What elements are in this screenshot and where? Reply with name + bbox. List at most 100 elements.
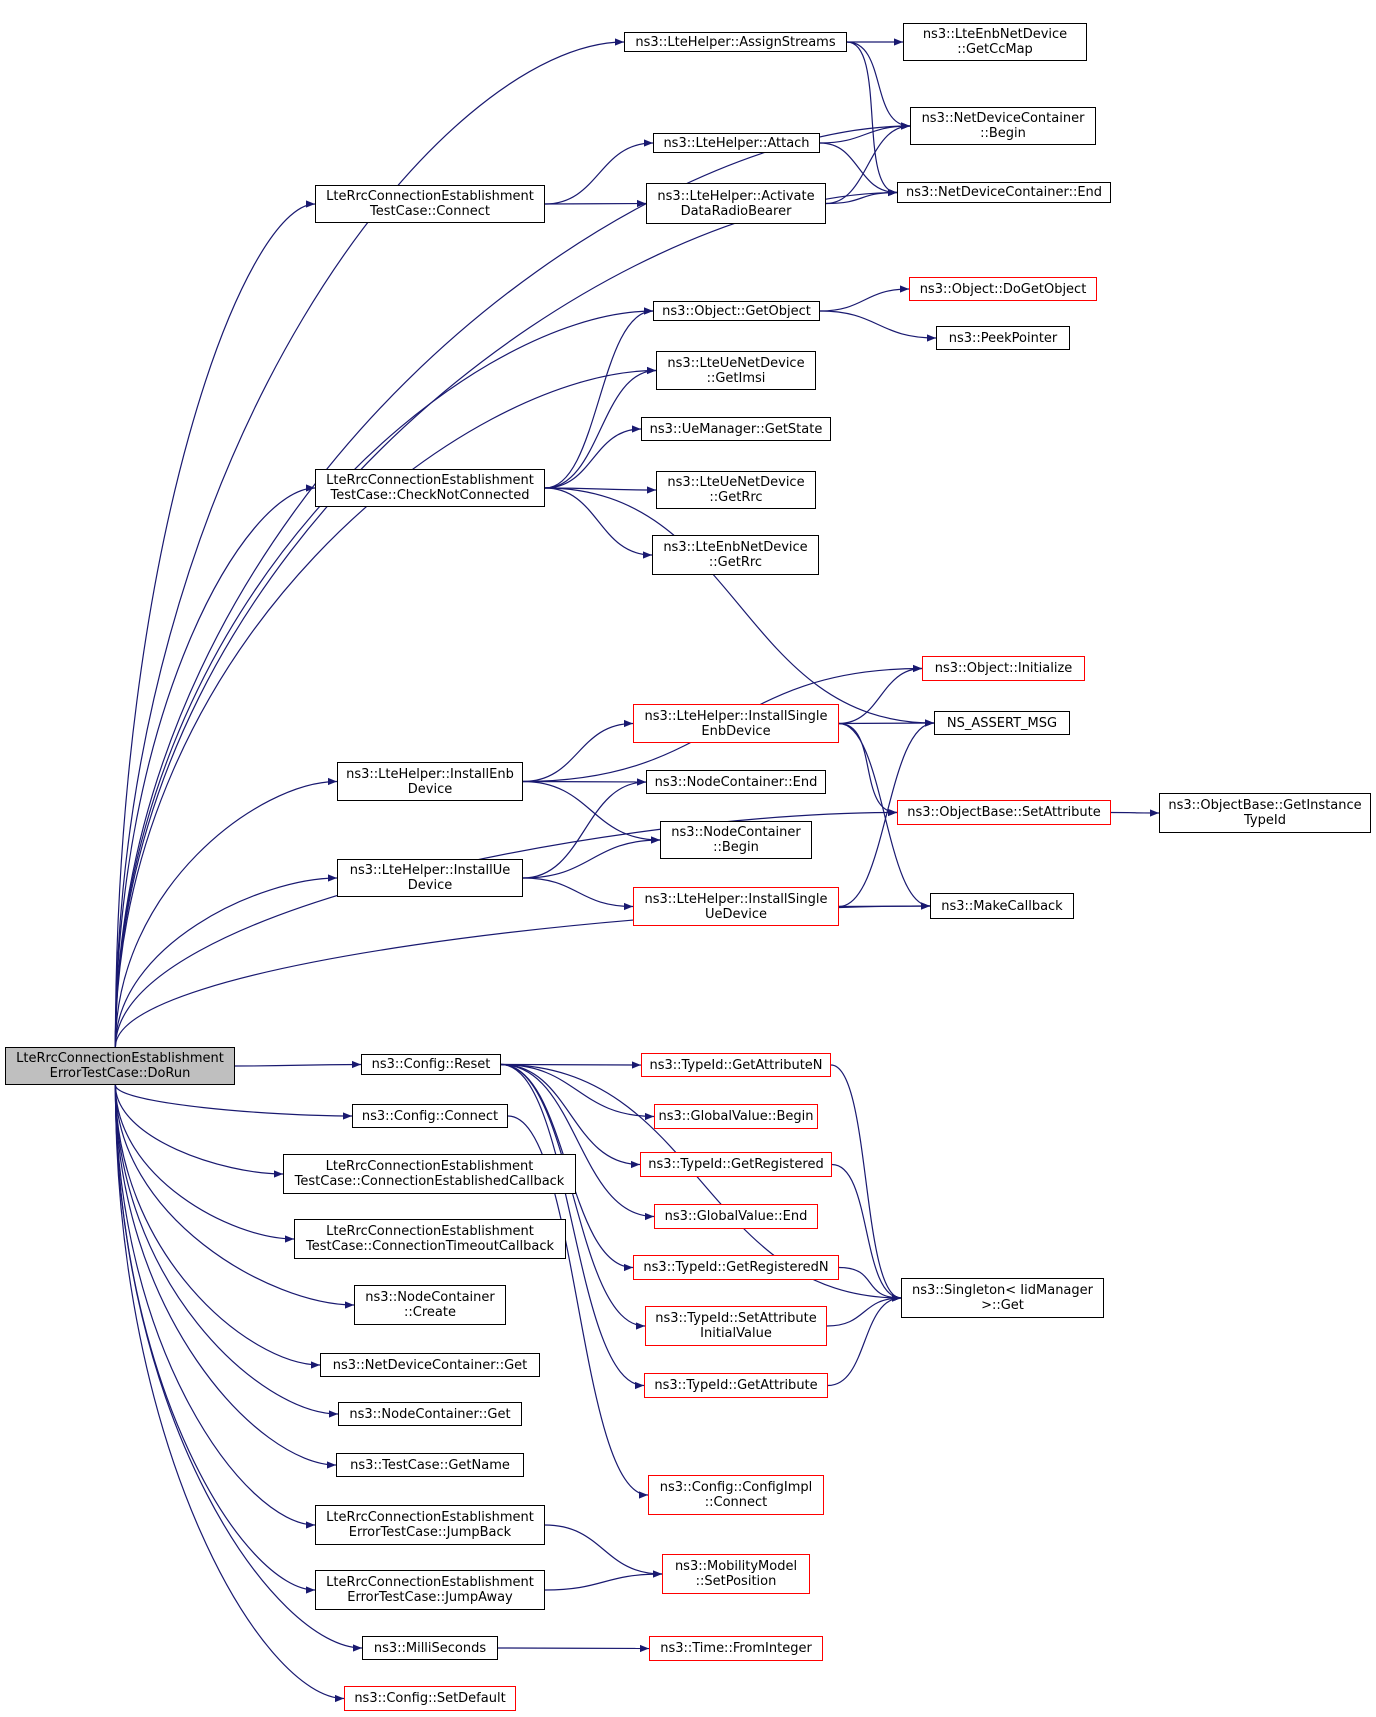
node-milli-seconds[interactable]: ns3::MilliSeconds <box>362 1636 498 1660</box>
node-assign-streams[interactable]: ns3::LteHelper::AssignStreams <box>624 32 847 52</box>
edge-root-to-nc-create <box>114 1084 355 1309</box>
edge-set-attr-init-to-singleton-get <box>826 1294 902 1327</box>
edge-install-single-enb-to-ns-assert <box>838 719 935 727</box>
node-nc-begin[interactable]: ns3::NodeContainer::Begin <box>660 821 812 859</box>
node-label-line: ns3::MilliSeconds <box>373 1640 487 1656</box>
edge-root-to-tc-connect <box>114 200 316 1048</box>
node-label-line: ns3::MakeCallback <box>941 898 1063 914</box>
node-label-line: ns3::LteEnbNetDevice <box>922 27 1068 42</box>
node-ns-assert[interactable]: NS_ASSERT_MSG <box>934 711 1070 735</box>
node-label-line: ns3::TypeId::GetAttribute <box>654 1378 818 1393</box>
node-attach[interactable]: ns3::LteHelper::Attach <box>653 133 820 153</box>
node-label-line: ErrorTestCase::JumpBack <box>348 1525 512 1540</box>
node-label-line: ns3::Config::Reset <box>371 1057 491 1072</box>
node-label-line: ns3::GlobalValue::Begin <box>658 1109 814 1124</box>
node-gv-end[interactable]: ns3::GlobalValue::End <box>654 1204 818 1229</box>
edge-install-ue-to-install-single-ue <box>522 877 634 911</box>
node-nc-end[interactable]: ns3::NodeContainer::End <box>646 770 826 794</box>
node-label-line: ns3::Time::FromInteger <box>660 1641 812 1656</box>
node-enb-get-rrc[interactable]: ns3::LteEnbNetDevice::GetRrc <box>652 535 819 575</box>
edge-root-to-get-object <box>114 307 654 1048</box>
node-label-line: ErrorTestCase::JumpAway <box>347 1590 513 1605</box>
edge-config-reset-to-singleton-get <box>500 1063 902 1302</box>
edge-tc-connect-to-activate-drb <box>544 199 647 208</box>
node-nc-get[interactable]: ns3::NodeContainer::Get <box>338 1402 522 1426</box>
node-label-line: LteRrcConnectionEstablishment <box>326 1510 534 1525</box>
edge-root-to-set-default <box>114 1084 345 1703</box>
node-label-line: TestCase::CheckNotConnected <box>330 488 530 503</box>
edge-config-reset-to-gv-begin <box>500 1063 655 1121</box>
node-set-position[interactable]: ns3::MobilityModel::SetPosition <box>662 1554 810 1594</box>
edge-config-reset-to-gv-end <box>500 1063 655 1221</box>
node-label-line: ns3::TestCase::GetName <box>350 1457 510 1473</box>
node-label-line: ns3::ObjectBase::SetAttribute <box>907 805 1101 820</box>
node-set-default[interactable]: ns3::Config::SetDefault <box>344 1686 516 1711</box>
node-label-line: ns3::Object::DoGetObject <box>919 281 1087 297</box>
node-peek-pointer[interactable]: ns3::PeekPointer <box>936 326 1070 350</box>
node-get-cc-map[interactable]: ns3::LteEnbNetDevice::GetCcMap <box>903 23 1087 61</box>
edge-install-enb-to-install-single-enb <box>522 719 634 783</box>
node-label-line: TestCase::ConnectionTimeoutCallback <box>306 1239 554 1254</box>
edge-install-ue-to-nc-end <box>522 778 647 879</box>
node-label-line: LteRrcConnectionEstablishment <box>326 473 534 488</box>
node-label-line: ns3::NetDeviceContainer::End <box>905 185 1103 200</box>
node-get-name[interactable]: ns3::TestCase::GetName <box>336 1453 524 1477</box>
node-get-object[interactable]: ns3::Object::GetObject <box>653 301 820 321</box>
node-get-registered-n[interactable]: ns3::TypeId::GetRegisteredN <box>633 1255 839 1280</box>
edge-assign-streams-to-ndc-begin <box>846 41 911 130</box>
node-label-line: ns3::TypeId::GetRegisteredN <box>643 1260 829 1275</box>
node-label-line: LteRrcConnectionEstablishment <box>325 1159 534 1174</box>
edge-check-not-connected-to-get-imsi <box>544 366 657 489</box>
node-nc-create[interactable]: ns3::NodeContainer::Create <box>354 1285 506 1325</box>
node-singleton-get[interactable]: ns3::Singleton< IidManager>::Get <box>901 1278 1104 1318</box>
edge-activate-drb-to-ndc-begin <box>825 122 911 205</box>
edge-attach-to-ndc-end <box>819 142 898 197</box>
node-label-line: ns3::NodeContainer::Get <box>349 1406 511 1422</box>
node-gv-begin[interactable]: ns3::GlobalValue::Begin <box>654 1104 818 1129</box>
edge-install-single-enb-to-obj-initialize <box>838 664 923 725</box>
node-label-line: UeDevice <box>705 906 767 922</box>
node-label-line: NS_ASSERT_MSG <box>946 715 1058 731</box>
edge-config-reset-to-get-attribute <box>500 1063 645 1390</box>
node-ndc-end[interactable]: ns3::NetDeviceContainer::End <box>897 182 1111 203</box>
edge-root-to-assign-streams <box>114 38 625 1048</box>
node-get-attribute[interactable]: ns3::TypeId::GetAttribute <box>644 1373 828 1398</box>
node-get-attribute-n[interactable]: ns3::TypeId::GetAttributeN <box>641 1053 831 1077</box>
edge-install-single-enb-to-set-attribute <box>838 722 898 817</box>
node-get-state[interactable]: ns3::UeManager::GetState <box>641 417 831 441</box>
node-make-callback[interactable]: ns3::MakeCallback <box>930 893 1074 919</box>
edge-config-connect-to-config-impl-connect <box>507 1115 649 1499</box>
node-label-line: ns3::LteUeNetDevice <box>667 475 805 490</box>
node-ndc-begin[interactable]: ns3::NetDeviceContainer::Begin <box>910 107 1096 145</box>
node-ue-get-rrc[interactable]: ns3::LteUeNetDevice::GetRrc <box>656 471 816 509</box>
node-set-attribute[interactable]: ns3::ObjectBase::SetAttribute <box>897 800 1111 825</box>
node-ndc-get[interactable]: ns3::NetDeviceContainer::Get <box>320 1353 540 1377</box>
node-do-get-object[interactable]: ns3::Object::DoGetObject <box>909 277 1097 301</box>
node-label-line: DataRadioBearer <box>680 203 792 219</box>
node-obj-initialize[interactable]: ns3::Object::Initialize <box>922 656 1085 681</box>
edge-config-reset-to-get-registered <box>500 1063 641 1169</box>
node-label-line: LteRrcConnectionEstablishment <box>326 189 534 204</box>
node-get-imsi[interactable]: ns3::LteUeNetDevice::GetImsi <box>656 351 816 390</box>
node-get-registered[interactable]: ns3::TypeId::GetRegistered <box>640 1152 832 1177</box>
edge-root-to-conn-timeout-cb <box>114 1084 295 1243</box>
node-config-impl-connect[interactable]: ns3::Config::ConfigImpl::Connect <box>648 1475 824 1515</box>
node-config-reset[interactable]: ns3::Config::Reset <box>361 1054 501 1075</box>
node-label-line: ::GetRrc <box>708 555 763 570</box>
node-from-integer[interactable]: ns3::Time::FromInteger <box>649 1636 823 1661</box>
node-config-connect[interactable]: ns3::Config::Connect <box>352 1104 508 1128</box>
